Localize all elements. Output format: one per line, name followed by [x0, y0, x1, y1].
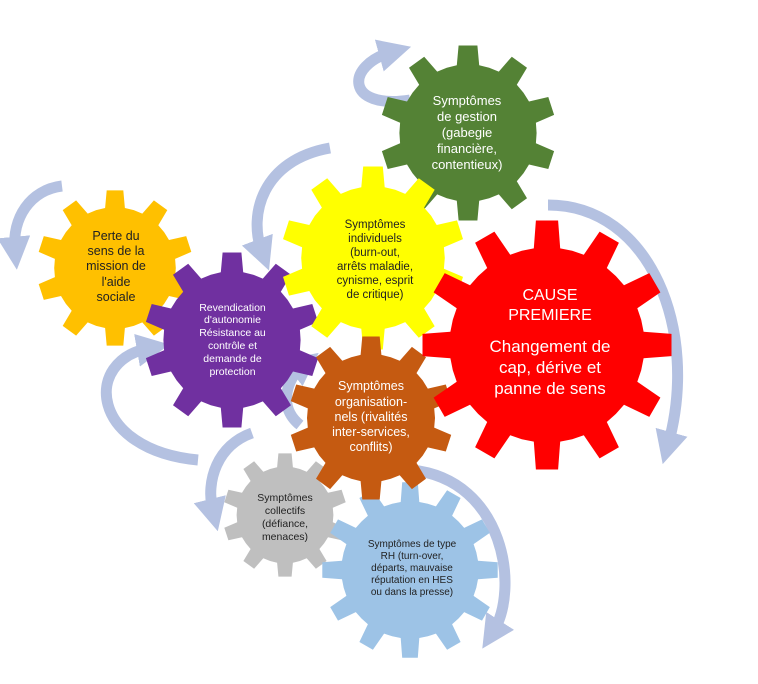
- gear-revendication-label: Revendication d'autonomie Résistance au …: [165, 285, 300, 395]
- arrow-gestion-to-individuels: [241, 142, 332, 271]
- revendication-line: Résistance au: [199, 327, 266, 340]
- gear-individuels: [283, 166, 463, 350]
- arrow-rh-loop: [411, 464, 515, 649]
- individuels-line: arrêts maladie,: [336, 261, 414, 273]
- arrow-cause-loop: [547, 199, 688, 465]
- individuels-line: de critique): [346, 289, 404, 302]
- individuels-line: individuels: [348, 232, 402, 245]
- gear-gestion-label: Symptômes de gestion (gabegie financière…: [392, 78, 542, 188]
- organisationnels-line: organisation-: [334, 394, 408, 409]
- rh-line: Symptômes de type: [367, 538, 457, 550]
- gear-revendication: [145, 252, 319, 428]
- gears: [38, 45, 672, 658]
- arrow-perte-loop: [0, 180, 64, 270]
- revendication-line: d'autonomie: [204, 314, 261, 327]
- perte-line: sociale: [96, 289, 136, 304]
- cause-body-line: Changement de: [489, 337, 611, 357]
- organisationnels-line: nels (rivalités: [334, 409, 408, 424]
- gear-cause-label: CAUSE PREMIERE Changement de cap, dérive…: [455, 278, 645, 408]
- cause-title-line: CAUSE: [522, 287, 578, 305]
- rh-line: RH (turn-over,: [380, 550, 444, 562]
- arrow-collectifs-loop: [193, 427, 255, 532]
- organisationnels-line: inter-services,: [332, 425, 410, 440]
- gear-gestion: [381, 45, 555, 221]
- cause-body-line: panne de sens: [494, 378, 606, 398]
- individuels-line: cynisme, esprit: [336, 275, 414, 288]
- collectifs-line: (défiance,: [261, 518, 309, 530]
- revendication-line: Revendication: [199, 301, 266, 314]
- perte-line: l'aide: [101, 274, 131, 289]
- gear-organisationnels-label: Symptômes organisation- nels (rivalités …: [305, 365, 437, 470]
- organisationnels-line: conflits): [349, 440, 393, 455]
- collectifs-line: Symptômes: [257, 492, 313, 505]
- gear-individuels-label: Symptômes individuels (burn-out, arrêts …: [300, 200, 450, 320]
- revendication-line: contrôle et: [207, 340, 258, 352]
- gear-rh: [322, 482, 498, 658]
- gear-rh-label: Symptômes de type RH (turn-over, départs…: [342, 528, 482, 610]
- rh-line: ou dans la presse): [370, 587, 454, 599]
- cause-title-line: PREMIERE: [508, 306, 592, 324]
- arrow-revendication-loop: [100, 334, 199, 466]
- perte-line: sens de la: [87, 244, 145, 259]
- gestion-line: de gestion: [437, 109, 497, 125]
- gestion-line: contentieux): [431, 156, 503, 172]
- gear-organisationnels: [290, 336, 452, 500]
- organisationnels-line: Symptômes: [338, 379, 404, 394]
- gear-cause: [422, 220, 672, 470]
- revendication-line: protection: [209, 365, 256, 378]
- individuels-line: Symptômes: [344, 218, 406, 231]
- revendication-line: demande de: [203, 352, 262, 365]
- gestion-line: financière,: [437, 140, 497, 156]
- rh-line: réputation en HES: [371, 575, 453, 587]
- gear-perte-label: Perte du sens de la mission de l'aide so…: [55, 212, 177, 322]
- individuels-line: (burn-out,: [350, 246, 400, 259]
- perte-line: mission de: [86, 259, 146, 274]
- rh-line: départs, mauvaise: [371, 562, 453, 574]
- collectifs-line: collectifs: [264, 505, 306, 518]
- gear-collectifs: [224, 453, 346, 577]
- gear-collectifs-label: Symptômes collectifs (défiance, menaces): [235, 478, 335, 558]
- gestion-line: (gabegie: [441, 125, 493, 141]
- cause-body-line: cap, dérive et: [498, 358, 602, 378]
- perte-line: Perte du: [92, 228, 140, 243]
- collectifs-line: menaces): [261, 530, 309, 543]
- gestion-line: Symptômes: [432, 93, 502, 109]
